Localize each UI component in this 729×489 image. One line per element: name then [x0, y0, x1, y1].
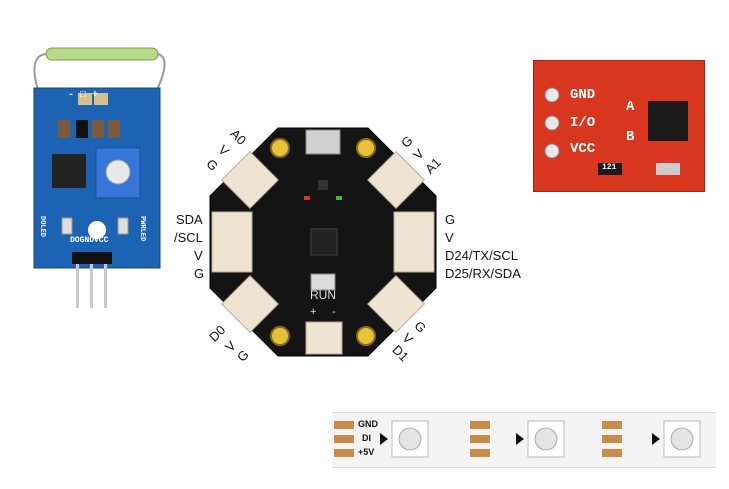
reed-led-right-label: PWRLED [138, 216, 146, 242]
strip-pad-5v: +5V [358, 447, 375, 457]
touch-pad-b: B [626, 129, 635, 145]
touch-sensor-module: GND I/O VCC A B 121 [533, 60, 705, 192]
reed-led-left-label: DOLED [38, 216, 46, 238]
right-pin-v: V [445, 230, 454, 245]
reed-sensor-graphic [33, 47, 166, 308]
battery-minus-label: - [332, 306, 336, 318]
left-pin-sda: SDA [176, 212, 203, 227]
left-pin-scl: /SCL [174, 230, 203, 245]
led-strip-graphic [334, 420, 701, 458]
touch-sensor-graphic [544, 87, 688, 175]
reed-pin-labels: - □ + [68, 90, 99, 101]
battery-plus-label: + [310, 306, 317, 318]
touch-pad-a: A [626, 99, 635, 115]
reed-bottom-label: DOGNDVCC [70, 236, 109, 245]
led-strip: GND DI +5V [332, 412, 716, 468]
strip-pad-gnd: GND [358, 419, 378, 429]
right-pin-d24: D24/TX/SCL [445, 248, 518, 263]
touch-pin-vcc: VCC [570, 141, 596, 157]
touch-pin-io: I/O [570, 115, 596, 131]
touch-resistor-label: 121 [602, 163, 617, 172]
controller-board: RUN + - [208, 126, 438, 358]
reed-sensor-module: - □ + DOGNDVCC DOLED PWRLED [6, 40, 176, 310]
touch-pin-gnd: GND [570, 87, 596, 103]
left-pin-g: G [194, 266, 205, 281]
right-pin-g: G [445, 212, 456, 227]
run-label: RUN [310, 288, 336, 302]
left-pin-v: V [194, 248, 203, 263]
right-pin-d25: D25/RX/SDA [445, 266, 521, 281]
strip-pad-di: DI [362, 433, 371, 443]
controller-board-graphic [209, 127, 437, 357]
